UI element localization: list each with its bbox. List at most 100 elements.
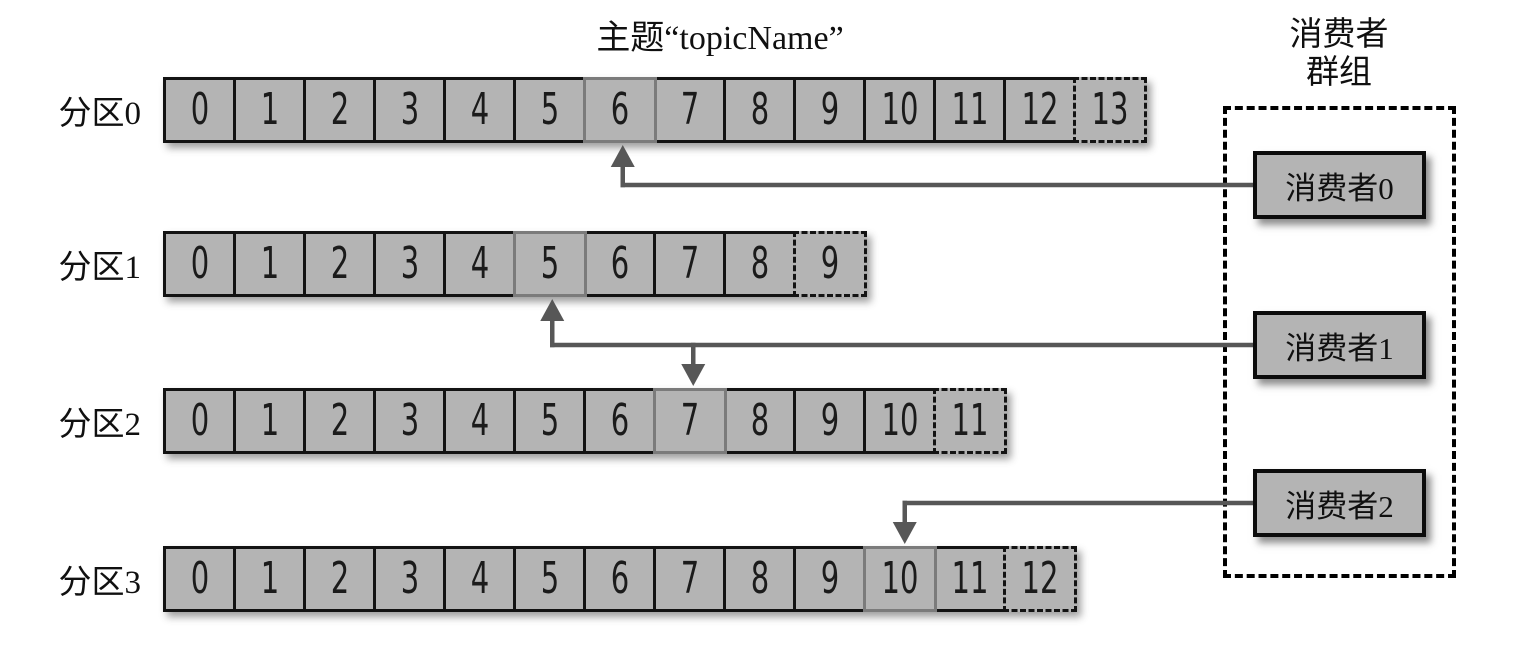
partition-cell: 4 xyxy=(443,546,517,612)
cell-number: 4 xyxy=(470,84,489,135)
cell-number: 9 xyxy=(820,553,839,604)
cell-number: 13 xyxy=(1091,84,1129,135)
partition-cell-current: 7 xyxy=(653,388,727,454)
cell-number: 0 xyxy=(190,553,209,604)
partition-cell: 0 xyxy=(163,546,237,612)
cell-number: 12 xyxy=(1021,553,1059,604)
partition-cell: 6 xyxy=(583,388,657,454)
cell-number: 0 xyxy=(190,84,209,135)
partition-cell: 7 xyxy=(653,77,727,143)
consumer-group-title: 消费者 群组 xyxy=(1239,16,1439,92)
consumer-box: 消费者1 xyxy=(1253,311,1426,379)
partition-cell: 7 xyxy=(653,231,727,297)
cell-number: 0 xyxy=(190,238,209,289)
arrow-up-icon xyxy=(540,299,565,321)
partition-cell: 3 xyxy=(373,77,447,143)
partition-cell: 1 xyxy=(233,388,307,454)
cell-number: 8 xyxy=(750,553,769,604)
consumer-group-title-line1: 消费者 xyxy=(1289,17,1389,53)
cell-number: 11 xyxy=(951,553,989,604)
cell-number: 4 xyxy=(470,395,489,446)
arrow-down-icon xyxy=(892,522,917,544)
partition-cell: 9 xyxy=(793,77,867,143)
consumer-box: 消费者2 xyxy=(1253,469,1426,537)
topic-title: 主题“topicName” xyxy=(596,20,844,57)
partition-cell-pending: 9 xyxy=(793,231,867,297)
cell-number: 0 xyxy=(190,395,209,446)
partition-cell: 5 xyxy=(513,77,587,143)
partition-cell: 2 xyxy=(303,546,377,612)
cell-number: 1 xyxy=(260,84,279,135)
partition-cell: 2 xyxy=(303,231,377,297)
cell-number: 2 xyxy=(330,553,349,604)
cell-number: 3 xyxy=(400,84,419,135)
partition-cell: 6 xyxy=(583,546,657,612)
partition-cell-pending: 11 xyxy=(933,388,1007,454)
partition-cell: 8 xyxy=(723,546,797,612)
partition-cell: 6 xyxy=(583,231,657,297)
partition-cell: 8 xyxy=(723,77,797,143)
partition-cell: 1 xyxy=(233,231,307,297)
cell-number: 2 xyxy=(330,238,349,289)
cell-number: 7 xyxy=(680,553,699,604)
cell-number: 1 xyxy=(260,553,279,604)
cell-number: 9 xyxy=(820,395,839,446)
partition-label: 分区1 xyxy=(58,250,142,286)
partition-cell: 9 xyxy=(793,546,867,612)
partition-cell-current: 5 xyxy=(513,231,587,297)
partition-label: 分区0 xyxy=(58,96,142,132)
partition-cell: 0 xyxy=(163,77,237,143)
consumer-group-title-line2: 群组 xyxy=(1306,55,1372,91)
partition-cell: 4 xyxy=(443,231,517,297)
cell-number: 7 xyxy=(680,238,699,289)
partition-cell: 3 xyxy=(373,546,447,612)
cell-number: 5 xyxy=(540,84,559,135)
cell-number: 3 xyxy=(400,238,419,289)
partition-cell: 1 xyxy=(233,546,307,612)
cell-number: 7 xyxy=(680,84,699,135)
cell-number: 2 xyxy=(330,395,349,446)
consumer-group-box xyxy=(1223,106,1456,578)
cell-number: 7 xyxy=(680,395,699,446)
cell-number: 5 xyxy=(540,395,559,446)
partition-cell: 12 xyxy=(1003,77,1077,143)
cell-number: 1 xyxy=(260,395,279,446)
cell-number: 10 xyxy=(881,84,919,135)
cell-number: 3 xyxy=(400,553,419,604)
partition-cell: 11 xyxy=(933,77,1007,143)
cell-number: 8 xyxy=(750,84,769,135)
partition-cell: 7 xyxy=(653,546,727,612)
cell-number: 8 xyxy=(750,395,769,446)
cell-number: 4 xyxy=(470,238,489,289)
cell-number: 3 xyxy=(400,395,419,446)
cell-number: 9 xyxy=(820,238,839,289)
partition-cell: 4 xyxy=(443,77,517,143)
cell-number: 6 xyxy=(610,84,629,135)
partition-cell: 10 xyxy=(863,77,937,143)
cell-number: 10 xyxy=(881,553,919,604)
cell-number: 6 xyxy=(610,553,629,604)
cell-number: 6 xyxy=(610,238,629,289)
cell-number: 10 xyxy=(881,395,919,446)
consumer-box: 消费者0 xyxy=(1253,151,1426,219)
partition-cell: 11 xyxy=(933,546,1007,612)
partition-cell: 4 xyxy=(443,388,517,454)
partition-cell-current: 6 xyxy=(583,77,657,143)
cell-number: 5 xyxy=(540,238,559,289)
partition-cell: 5 xyxy=(513,388,587,454)
cell-number: 1 xyxy=(260,238,279,289)
partition-cell: 1 xyxy=(233,77,307,143)
cell-number: 9 xyxy=(820,84,839,135)
partition-cell: 2 xyxy=(303,388,377,454)
cell-number: 2 xyxy=(330,84,349,135)
partition-cell-current: 10 xyxy=(863,546,937,612)
partition-label: 分区2 xyxy=(58,407,142,443)
arrow-down-icon xyxy=(681,364,706,386)
partition-cell: 8 xyxy=(723,231,797,297)
